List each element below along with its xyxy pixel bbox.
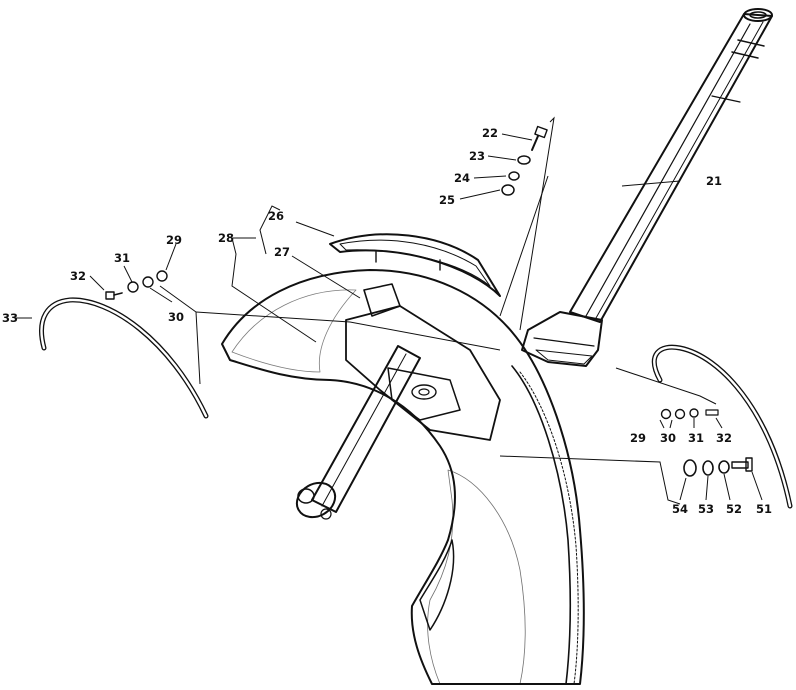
callout-26: 26 bbox=[268, 209, 284, 223]
hardware-washer-31-left bbox=[127, 281, 139, 293]
callout-29-right: 29 bbox=[630, 431, 646, 445]
hardware-nut-29-right bbox=[660, 408, 672, 420]
callout-53: 53 bbox=[698, 502, 714, 516]
callout-28: 28 bbox=[218, 231, 234, 245]
callout-33: 33 bbox=[2, 311, 18, 325]
callout-27: 27 bbox=[274, 245, 290, 259]
hardware-nut-29-left bbox=[156, 270, 168, 282]
callout-labels: 21 22 23 24 25 26 27 28 29 30 31 32 33 2… bbox=[2, 126, 772, 516]
hardware-bush-54 bbox=[683, 459, 697, 477]
callout-31-right: 31 bbox=[688, 431, 704, 445]
callout-24: 24 bbox=[454, 171, 470, 185]
leader-lines bbox=[16, 116, 763, 505]
hardware-washer-24 bbox=[508, 171, 520, 181]
hardware-bolt-51 bbox=[731, 457, 753, 472]
stay-rod-right bbox=[652, 344, 793, 509]
hardware-washer-52 bbox=[718, 460, 730, 474]
hardware-washer-30-left bbox=[142, 276, 154, 288]
hardware-bolt-22 bbox=[531, 125, 548, 151]
hardware-washer-25 bbox=[501, 184, 515, 196]
callout-52: 52 bbox=[726, 502, 742, 516]
callout-30-right: 30 bbox=[660, 431, 676, 445]
callout-31-left: 31 bbox=[114, 251, 130, 265]
callout-51: 51 bbox=[756, 502, 772, 516]
callout-21: 21 bbox=[706, 174, 722, 188]
hardware-nut-32-left bbox=[105, 291, 115, 300]
mudguard-stay-strip bbox=[329, 233, 501, 297]
hardware-washer-31-right bbox=[689, 408, 699, 418]
hardware-bolt-32-right bbox=[705, 409, 719, 416]
hardware-nut-23 bbox=[517, 155, 531, 165]
callout-22: 22 bbox=[482, 126, 498, 140]
callout-30-left: 30 bbox=[168, 310, 184, 324]
hardware-washer-53 bbox=[702, 460, 714, 476]
callout-54: 54 bbox=[672, 502, 688, 516]
stay-rod-left bbox=[39, 297, 209, 419]
fork-leg-lower bbox=[295, 345, 421, 520]
callout-23: 23 bbox=[469, 149, 485, 163]
fork-steering-tube bbox=[521, 8, 773, 367]
callout-25: 25 bbox=[439, 193, 455, 207]
hardware-washer-30-right bbox=[674, 408, 686, 420]
front-mudguard bbox=[221, 269, 585, 685]
callout-29-left: 29 bbox=[166, 233, 182, 247]
callout-32-left: 32 bbox=[70, 269, 86, 283]
callout-32-right: 32 bbox=[716, 431, 732, 445]
